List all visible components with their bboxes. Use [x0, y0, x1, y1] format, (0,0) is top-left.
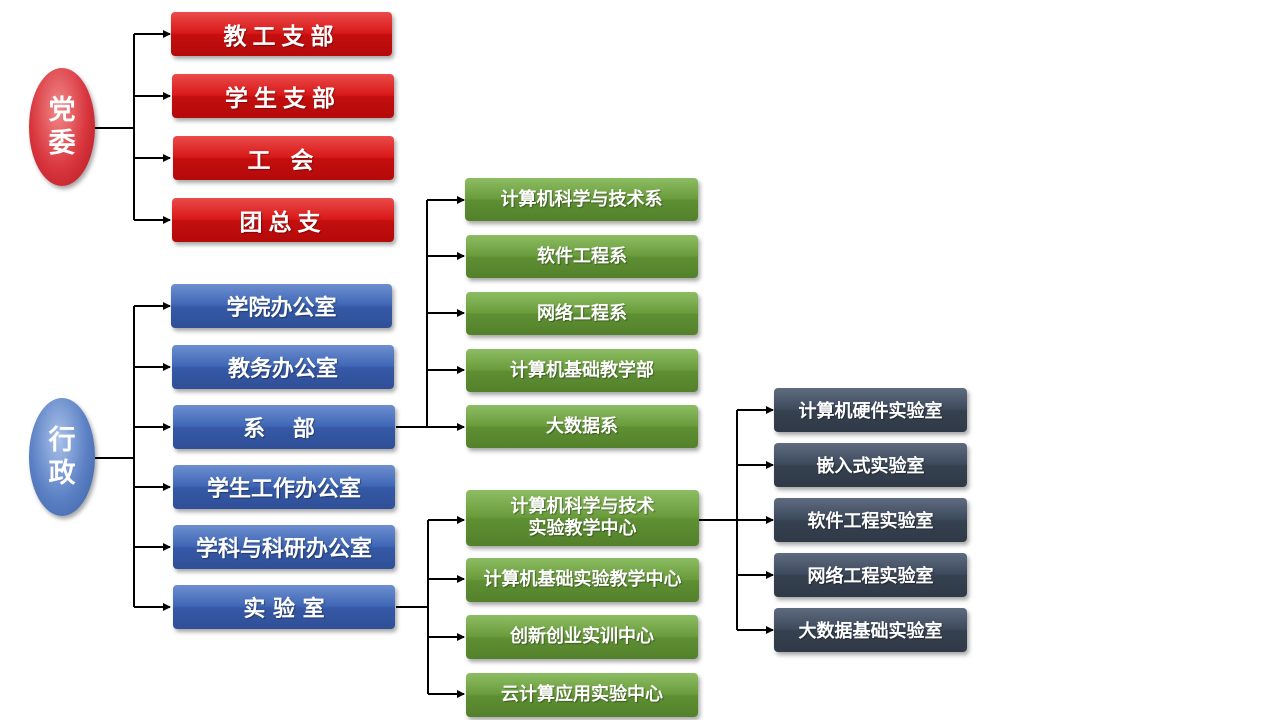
lab-center-cs-line2: 实验教学中心	[528, 518, 637, 539]
department-software-engineering: 软件工程系	[466, 235, 698, 278]
administration-label: 行政	[48, 425, 76, 489]
admin-item-laboratory: 实 验 室	[173, 585, 395, 629]
party-committee-node: 党委	[29, 68, 95, 186]
lab-embedded: 嵌入式实验室	[774, 443, 967, 487]
lab-software-engineering: 软件工程实验室	[774, 498, 967, 542]
admin-item-departments: 系 部	[173, 405, 395, 449]
party-item-youth-league: 团总支	[172, 198, 394, 242]
administration-node: 行政	[29, 398, 95, 516]
party-committee-label: 党委	[48, 95, 76, 159]
lab-center-cloud-computing: 云计算应用实验中心	[466, 673, 698, 717]
party-item-student-branch: 学生支部	[172, 74, 394, 118]
party-item-teacher-branch: 教工支部	[171, 12, 392, 56]
admin-item-student-affairs-office: 学生工作办公室	[173, 465, 395, 509]
lab-network-engineering: 网络工程实验室	[774, 553, 967, 597]
department-cs: 计算机科学与技术系	[465, 178, 698, 221]
lab-hardware: 计算机硬件实验室	[774, 388, 967, 432]
party-item-union: 工 会	[173, 136, 394, 180]
lab-big-data-basics: 大数据基础实验室	[774, 608, 967, 652]
lab-center-cs-line1: 计算机科学与技术	[510, 496, 655, 517]
department-computer-basics: 计算机基础教学部	[466, 349, 698, 392]
lab-center-innovation: 创新创业实训中心	[466, 615, 698, 659]
lab-center-computer-basics: 计算机基础实验教学中心	[466, 558, 699, 602]
admin-item-academic-office: 教务办公室	[172, 345, 394, 389]
lab-center-cs-experimental: 计算机科学与技术 实验教学中心	[466, 490, 699, 546]
admin-item-college-office: 学院办公室	[171, 284, 392, 328]
admin-item-research-office: 学科与科研办公室	[173, 525, 395, 569]
department-big-data: 大数据系	[466, 405, 698, 448]
department-network-engineering: 网络工程系	[466, 292, 698, 335]
